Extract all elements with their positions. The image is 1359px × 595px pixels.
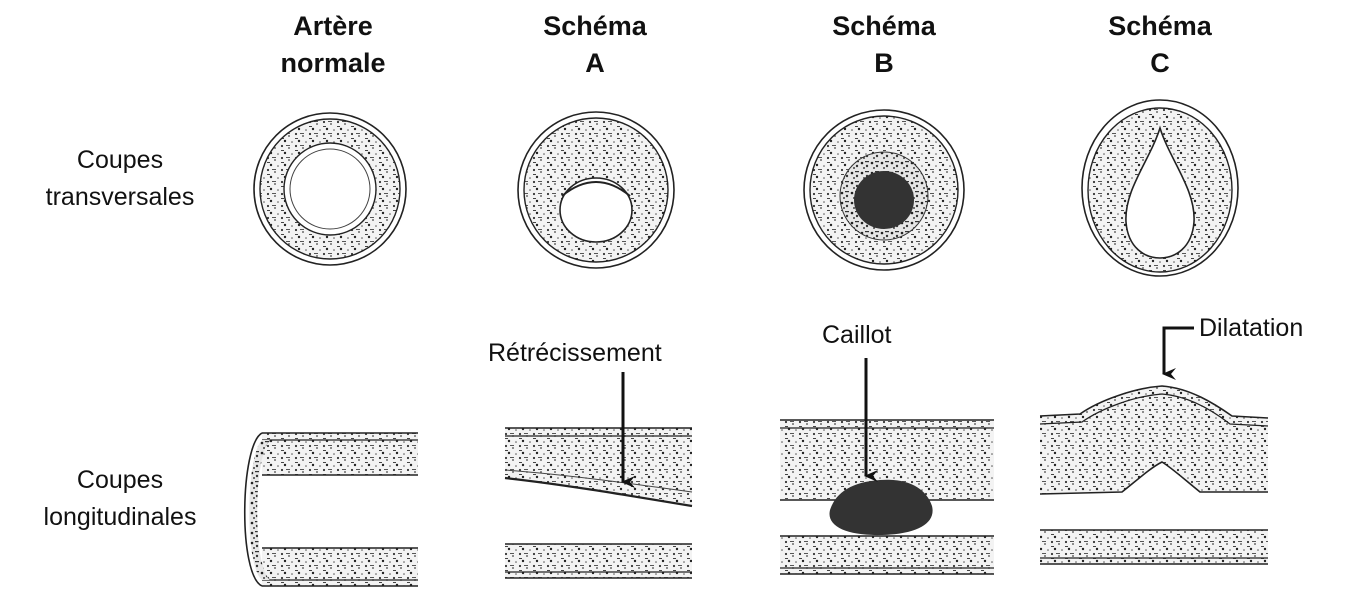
arrow-dilatation: [1164, 328, 1194, 374]
clot-cross-section: [854, 171, 914, 229]
transverse-schema-a: [518, 112, 674, 268]
longitudinal-schema-b: [780, 358, 994, 574]
transverse-schema-b: [804, 110, 964, 270]
transverse-schema-c: [1082, 100, 1238, 276]
longitudinal-schema-a: [505, 372, 692, 578]
transverse-normal: [254, 113, 406, 265]
longitudinal-normal: [245, 433, 418, 586]
longitudinal-schema-c: [1040, 328, 1268, 564]
